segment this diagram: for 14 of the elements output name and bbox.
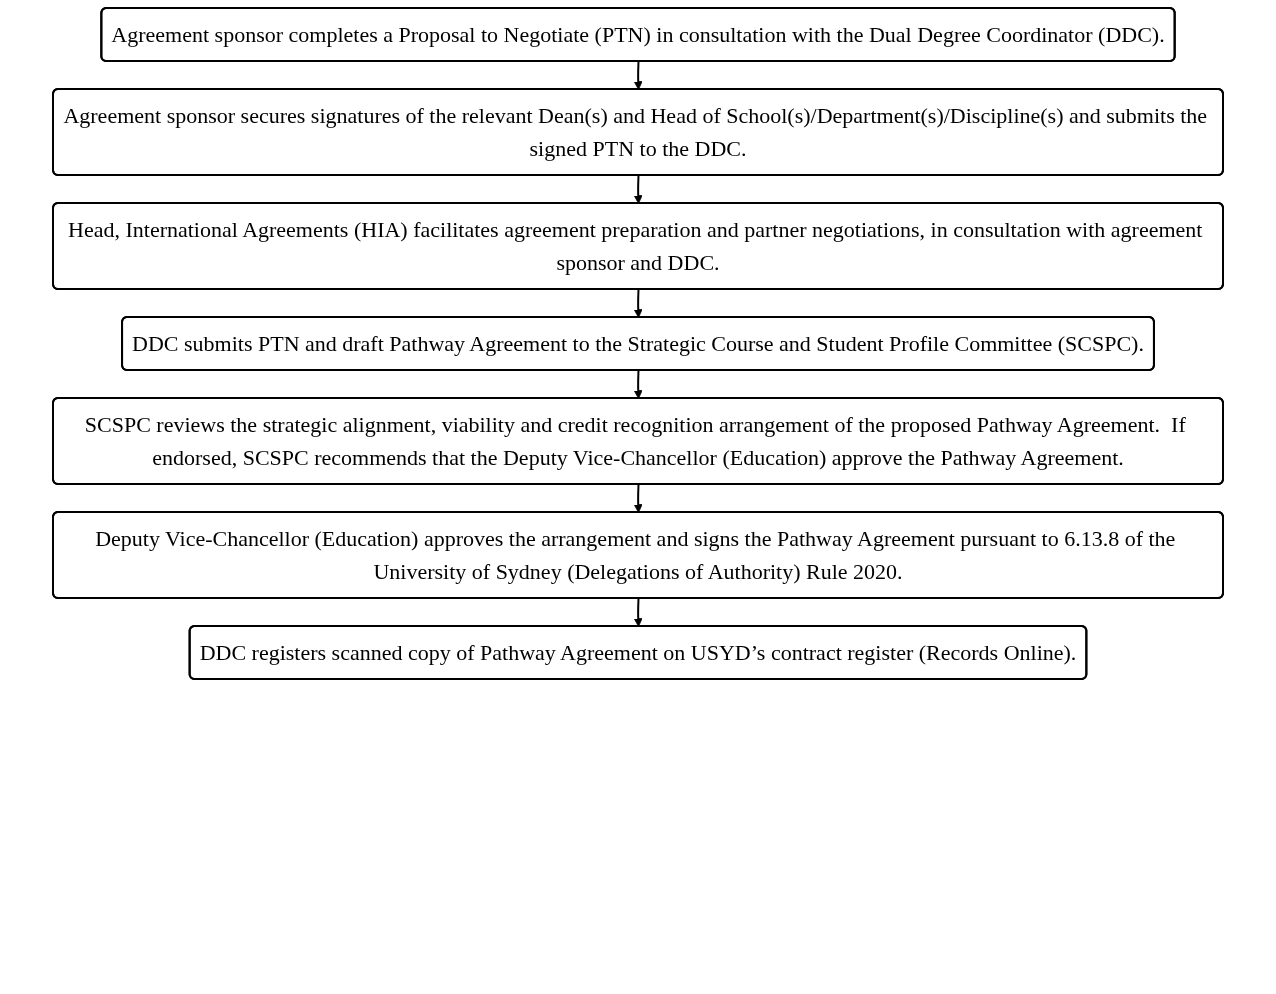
node-text: Head, International Agreements (HIA) facilitates agreement preparation and partner negotiations, in consultation with agreement sponsor and DDC. — [68, 217, 1203, 275]
arrow — [633, 60, 643, 90]
node-text: DDC registers scanned copy of Pathway Agreement on USYD’s contract register (Records Online). — [199, 640, 1077, 665]
arrow — [633, 288, 643, 318]
node-text: Agreement sponsor secures signatures of the relevant Dean(s) and Head of School(s)/Department(s)/Discipline(s) and submits the signed PTN to the DDC. — [63, 103, 1208, 161]
arrow — [633, 174, 643, 204]
arrow — [633, 483, 643, 513]
node-text: DDC submits PTN and draft Pathway Agreement to the Strategic Course and Student Profile Committee (SCSPC). — [132, 331, 1144, 356]
arrow — [633, 597, 643, 627]
node-text: Agreement sponsor completes a Proposal to Negotiate (PTN) in consultation with the Dual Degree Coordinator (DDC). — [111, 22, 1165, 47]
node-text: Deputy Vice-Chancellor (Education) approves the arrangement and signs the Pathway Agreement pursuant to 6.13.8 of the University of Sydney (Delegations of Authority) Rule 2020. — [95, 526, 1176, 584]
node-text: SCSPC reviews the strategic alignment, viability and credit recognition arrangement of the proposed Pathway Agreement. If endorsed, SCSPC recommends that the Deputy Vice-Chancellor (Education) approve the Pathway Agreement. — [84, 412, 1186, 470]
flowchart: Agreement sponsor completes a Proposal to Negotiate (PTN) in consultation with the Dual Degree Coordinator (DDC). Agreement sponsor secures signatures of the relevant Dean(s) and Head of School(s)/Department(s)/Discipline(s) and submits the signed PTN to the DDC. Head, International Agreements (HIA) facilitates agreement preparation and partner negotiations, in consultation with agreement sponsor and DDC. DDC submits PTN and draft Pathway Agreement to the Strategic Course and Student Profile Committee (SCSPC). SCSPC reviews the strategic alignment, viability and credit recognition arrangement of the proposed Pathway Agreement. If endorsed, SCSPC recommends that the Deputy Vice-Chancellor (Education) approve the Pathway Agreement. Deputy Vice-Chancellor (Education) approves the arrangement and signs the Pathway Agreement pursuant to 6.13.8 of the University of Sydney (Delegations of Authority) Rule 2020. DDC registers scanned copy of Pathway Agreement on USYD’s contract register (Records Online). — [45, 0, 1231, 687]
arrow — [633, 369, 643, 399]
